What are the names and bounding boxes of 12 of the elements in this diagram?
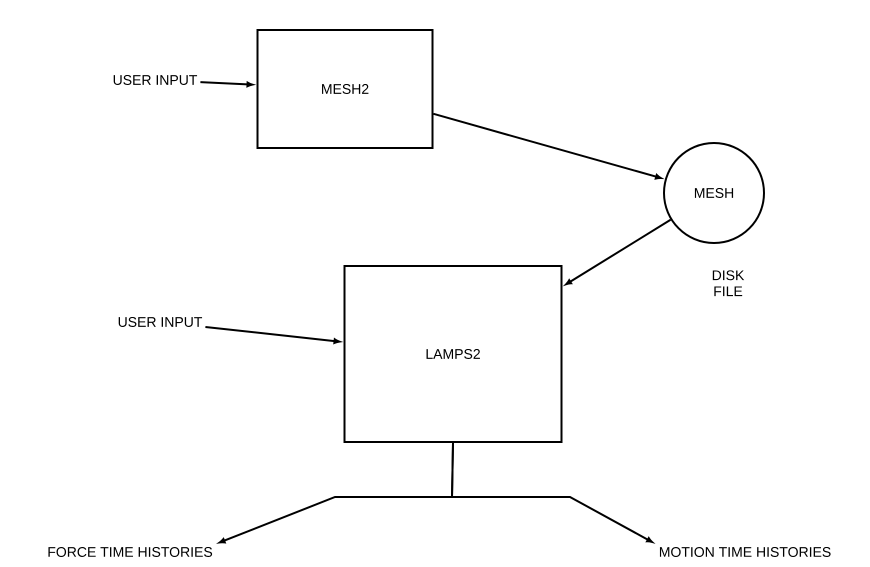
arrow — [565, 218, 672, 286]
process-box: LAMPS2 — [344, 265, 562, 443]
output-label: MOTION TIME HISTORIES — [660, 547, 831, 557]
arrow — [205, 326, 340, 344]
process-box: MESH2 — [256, 29, 434, 149]
node-label: DISK FILE — [712, 270, 744, 296]
arrow — [450, 442, 653, 543]
arrow — [200, 81, 254, 88]
input-label: USER INPUT — [114, 75, 198, 85]
arrow — [433, 112, 662, 180]
output-label: FORCE TIME HISTORIES — [48, 547, 212, 557]
input-label: USER INPUT — [118, 317, 202, 327]
